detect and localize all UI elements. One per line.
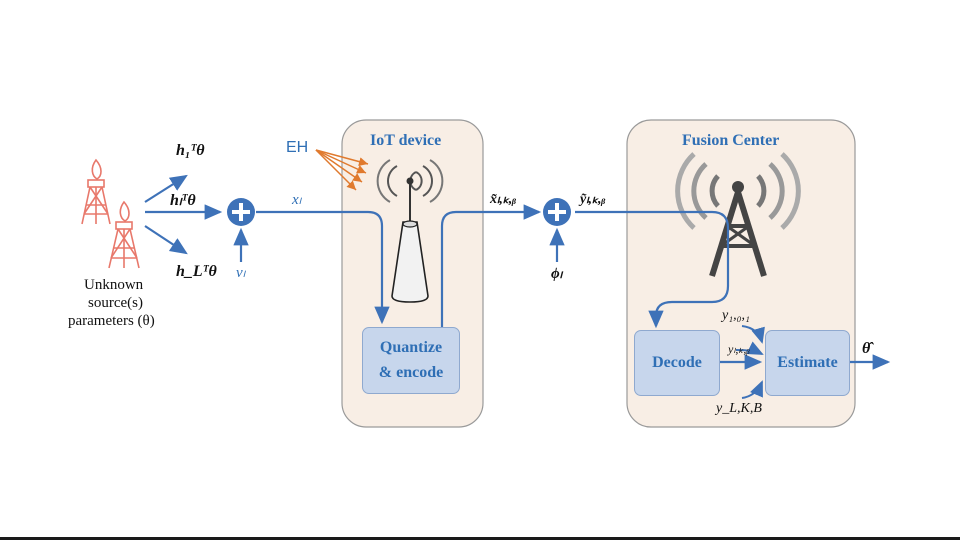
noise-label: vₗ: [236, 265, 246, 281]
decode-block: Decode: [634, 330, 720, 396]
eh-arrows: [315, 149, 369, 191]
decode-label: Decode: [652, 353, 702, 371]
source-caption-line1: Unknown: [84, 277, 144, 293]
source-caption-line3: parameters (θ): [68, 313, 155, 329]
source-icon-2: [108, 200, 140, 269]
iot-antenna-icon: [376, 159, 444, 303]
sum-junction-1: [227, 198, 255, 226]
input-arrow-bottom: [741, 380, 763, 399]
eh-label: EH: [286, 139, 309, 156]
encode-label: & encode: [378, 363, 444, 381]
source-caption-line2: source(s): [88, 295, 143, 311]
projection-arrow-top: [144, 174, 188, 203]
iot-device-title: IoT device: [370, 132, 442, 149]
input-label-mid: yₗ,ₖ,ᵦ: [728, 342, 750, 356]
projection-arrow-bottom: [144, 225, 188, 255]
tx-signal-path: [440, 204, 542, 364]
fusion-tower-icon: [675, 152, 801, 277]
fusion-center-title: Fusion Center: [682, 132, 780, 149]
sensor-signal-path: [256, 210, 390, 325]
projection-label-middle: hₗᵀθ: [170, 192, 196, 209]
input-arrow-top: [741, 325, 765, 344]
rx-signal-path: [575, 210, 730, 329]
projection-label-bottom: h_Lᵀθ: [176, 263, 217, 280]
channel-noise-label: ϕₗ: [551, 266, 563, 282]
sensor-output-label: xₗ: [292, 192, 302, 208]
bottom-border: [0, 537, 960, 540]
rx-signal-label: ỹₗ,ₖ,ᵦ: [580, 192, 606, 207]
source-icon-1: [81, 158, 111, 225]
tx-signal-label: x̃ₗ,ₖ,ᵦ: [490, 192, 517, 207]
quantize-encode-block: Quantize & encode: [362, 327, 460, 394]
input-arrow-mid: [735, 341, 764, 355]
quantize-label: Quantize: [379, 338, 443, 356]
input-label-top: y₁,₀,₁: [722, 308, 750, 323]
estimate-label: Estimate: [777, 353, 838, 371]
projection-label-top: h₁ᵀθ: [176, 142, 205, 159]
output-estimate-label: θ̂: [862, 340, 871, 357]
estimate-block: Estimate: [765, 330, 850, 396]
sum-junction-2: [543, 198, 571, 226]
input-label-bottom: y_L,K,B: [716, 401, 762, 416]
